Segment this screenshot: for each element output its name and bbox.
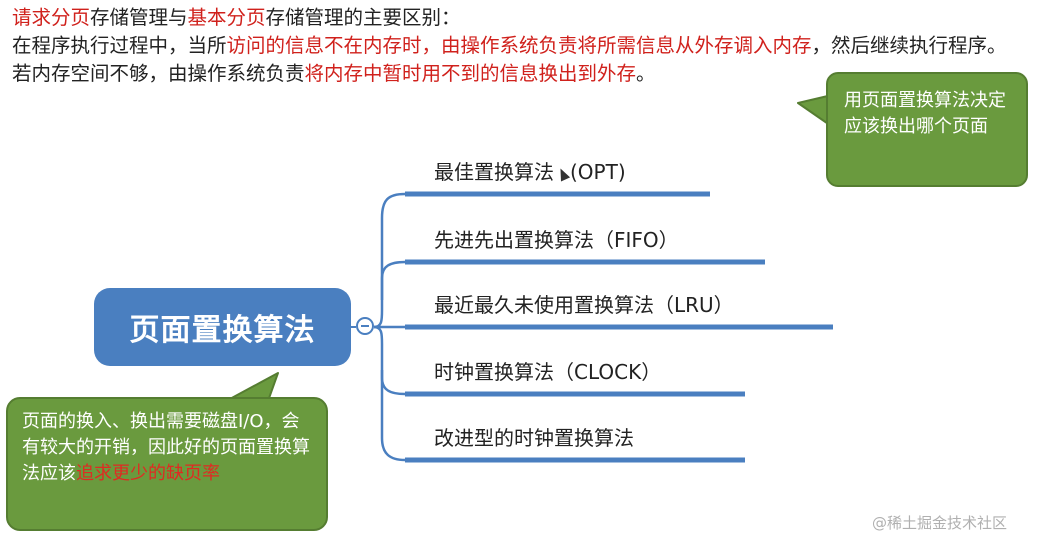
branch-label-suffix: (OPT): [570, 160, 626, 184]
intro-seg: 存储管理与: [90, 6, 188, 29]
watermark: @稀土掘金技术社区: [872, 514, 1008, 532]
central-topic[interactable]: 页面置换算法: [94, 288, 351, 366]
callout-left-text: 页面的换入、换出需要磁盘I/O，会有较大的开销，因此好的页面置换算法应该: [22, 411, 310, 484]
callout-io-overhead: 页面的换入、换出需要磁盘I/O，会有较大的开销，因此好的页面置换算法应该追求更少…: [6, 397, 328, 531]
intro-seg: 存储管理的主要区别：: [265, 6, 461, 29]
intro-seg: 。: [636, 62, 656, 85]
branch-opt[interactable]: 最佳置换算法 (OPT): [434, 156, 626, 185]
branch-fifo[interactable]: 先进先出置换算法（FIFO）: [434, 228, 679, 252]
intro-seg: 访问的信息不在内存时，由操作系统负责将所需信息从外存调入内存: [226, 34, 812, 57]
branch-label-text: 最佳置换算法: [434, 160, 554, 184]
intro-line-1: 请求分页存储管理与基本分页存储管理的主要区别：: [12, 4, 1037, 32]
intro-seg: 将内存中暂时用不到的信息换出到外存: [304, 62, 637, 85]
collapse-toggle-icon[interactable]: [356, 317, 374, 335]
intro-text: 请求分页存储管理与基本分页存储管理的主要区别： 在程序执行过程中，当所访问的信息…: [12, 4, 1037, 88]
branch-connector: [380, 260, 406, 300]
branch-clock[interactable]: 时钟置换算法（CLOCK）: [434, 360, 662, 384]
intro-seg: ，然后继续执行程序。: [811, 34, 1007, 57]
intro-seg: 若内存空间不够，由操作系统负责: [12, 62, 305, 85]
branch-connector: [380, 370, 406, 462]
branch-connector: [373, 325, 406, 396]
intro-line-3: 若内存空间不够，由操作系统负责将内存中暂时用不到的信息换出到外存。: [12, 60, 1037, 88]
branch-lru[interactable]: 最近最久未使用置换算法（LRU）: [434, 293, 734, 317]
intro-seg: 在程序执行过程中，当所: [12, 34, 227, 57]
branch-improved-clock[interactable]: 改进型的时钟置换算法: [434, 426, 634, 450]
callout-left-highlight: 追求更少的缺页率: [76, 463, 220, 484]
mouse-cursor-icon: [555, 165, 571, 182]
intro-seg: 基本分页: [187, 6, 266, 29]
intro-seg: 请求分页: [12, 6, 91, 29]
callout-replace-decision: 用页面置换算法决定应该换出哪个页面: [826, 72, 1028, 187]
branch-connector: [373, 192, 406, 329]
intro-line-2: 在程序执行过程中，当所访问的信息不在内存时，由操作系统负责将所需信息从外存调入内…: [12, 32, 1037, 60]
